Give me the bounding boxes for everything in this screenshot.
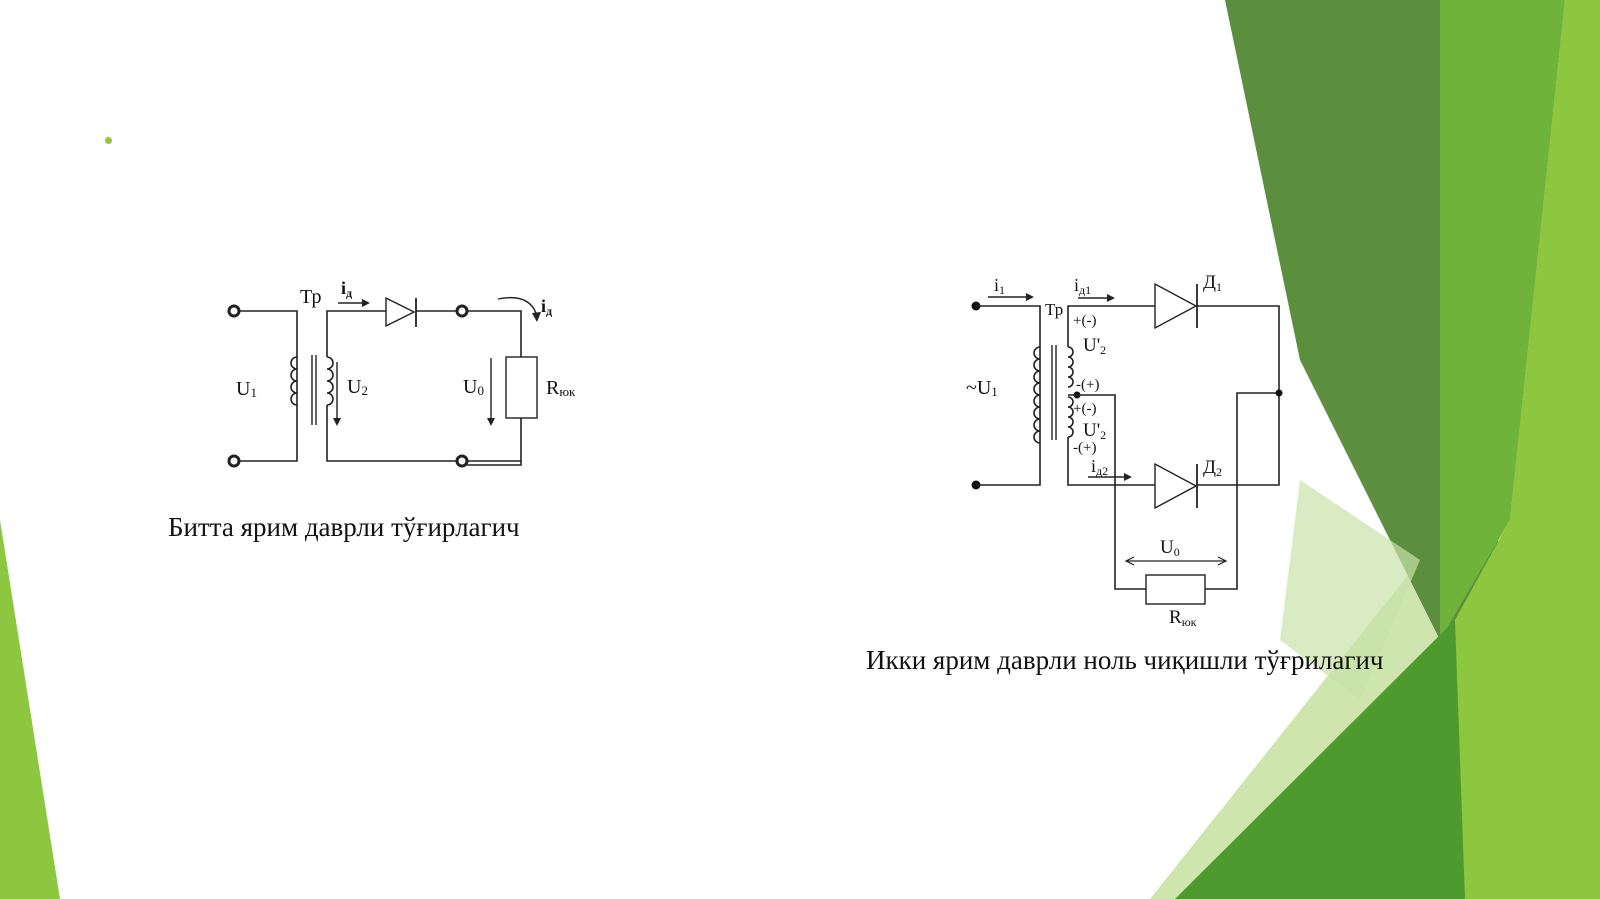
transformer-label: Тр	[1045, 300, 1063, 319]
output-terminal-top	[455, 304, 469, 318]
u1-label: U1	[236, 378, 257, 400]
output-terminal-bottom	[455, 454, 469, 468]
left-accent-shape	[0, 520, 60, 899]
u0-label: U0	[1160, 537, 1180, 559]
load-resistor	[505, 356, 538, 419]
primary-coil	[290, 356, 298, 406]
primary-coil	[1033, 346, 1041, 444]
half-wave-caption: Битта ярим даврли тўғирлагич	[168, 512, 520, 542]
load-resistor	[1145, 574, 1206, 605]
polarity-bottom-a: +(-)	[1073, 401, 1096, 417]
u2-label: U2	[347, 376, 368, 398]
secondary-coil-top	[1067, 346, 1074, 388]
u0-arrow-right-icon	[1217, 556, 1228, 566]
polarity-top-a: +(-)	[1073, 313, 1096, 329]
input-terminal-bottom	[227, 454, 241, 468]
load-wire	[467, 418, 522, 466]
id2-arrow-icon	[1124, 473, 1132, 481]
i1-label: i1	[994, 275, 1005, 297]
u0-label: U0	[463, 376, 484, 398]
diode	[385, 296, 416, 328]
diode-d2	[1154, 462, 1198, 510]
secondary-coil	[326, 356, 334, 406]
full-wave-caption: Икки ярим даврли ноль чиқишли тўғрилагич	[866, 645, 1384, 675]
full-wave-rectifier-diagram: i1 iд1 Тр +(-) U'2 -(+) +(-) U'2 -(+) iд…	[966, 272, 1283, 629]
id1-arrow-icon	[1107, 294, 1115, 302]
voltage-arrow-icon	[487, 418, 495, 426]
load-label: Rюк	[546, 377, 576, 399]
id2-label: iд2	[1091, 456, 1108, 478]
d1-label: Д1	[1203, 272, 1222, 294]
u2-top-label: U'2	[1083, 335, 1106, 357]
current-arrow-icon	[362, 299, 370, 307]
polarity-top-b: -(+)	[1076, 377, 1099, 393]
polarity-bottom-b: -(+)	[1073, 440, 1096, 456]
diode-d1	[1154, 282, 1198, 330]
secondary-wire	[326, 405, 457, 462]
transformer-label: Тр	[300, 286, 321, 308]
primary-wire	[239, 310, 298, 462]
u2-bottom-label: U'2	[1083, 420, 1106, 442]
input-terminal-top	[227, 304, 241, 318]
id1-label: iд1	[1074, 275, 1091, 297]
voltage-arrow-icon	[333, 418, 341, 426]
output-node	[1275, 389, 1283, 397]
secondary-coil-bottom	[1067, 396, 1074, 438]
right-accent-shape-mid	[1440, 0, 1565, 640]
i1-arrow-icon	[1026, 293, 1034, 301]
secondary-wire	[326, 310, 386, 357]
u0-arrow-left-icon	[1124, 556, 1135, 566]
diode-current-label: iд	[341, 278, 352, 300]
u1-label: ~U1	[966, 377, 998, 399]
right-accent-shape-dark	[1225, 0, 1500, 640]
right-accent-shape-pale	[1280, 480, 1420, 700]
right-accent-shape-bright	[1370, 0, 1600, 899]
half-wave-rectifier-diagram: Тр iд iд U1 U2 U0 Rюк	[227, 278, 576, 468]
load-wire	[467, 310, 522, 357]
load-current-label: iд	[541, 296, 552, 318]
bullet-point	[105, 137, 112, 144]
right-accent-shape-bottom	[1175, 620, 1465, 899]
load-current-arrow-icon	[532, 312, 541, 322]
load-label: Rюк	[1169, 607, 1197, 629]
d2-label: Д2	[1203, 457, 1222, 479]
